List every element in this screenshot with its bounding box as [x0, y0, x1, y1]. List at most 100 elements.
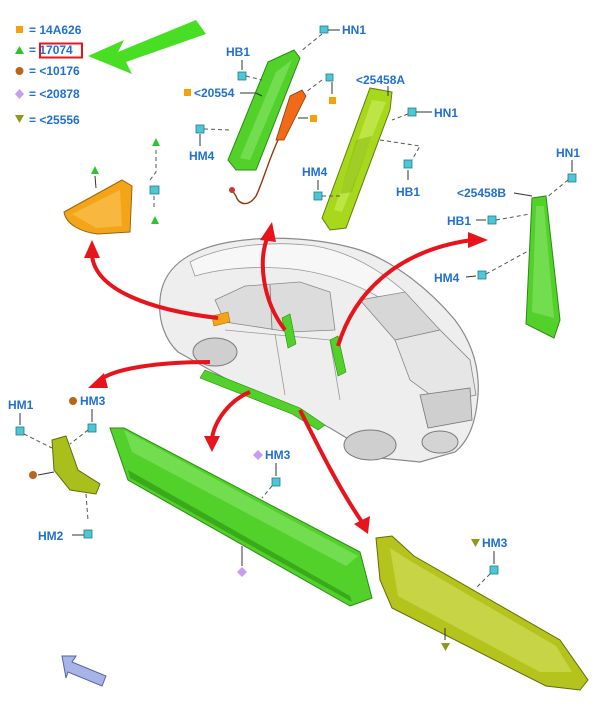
label-hm4: HM4	[302, 165, 328, 179]
leader-line	[240, 92, 263, 97]
legend-item-14a626[interactable]: = 14A626	[16, 23, 82, 37]
triangle-up-marker-icon	[91, 166, 99, 174]
clip-icon	[477, 270, 487, 280]
triangle-down-marker-icon	[471, 539, 480, 547]
triangle-trim-highlight	[72, 190, 122, 228]
c-pillar-highlight	[532, 206, 554, 318]
c-pillar-trim-part[interactable]: HN1 <25458B HB1 HM4	[434, 146, 580, 339]
legend-item-10176[interactable]: = <10176	[15, 64, 81, 78]
red-arrow-to-triangle	[90, 254, 219, 320]
triangle-up-marker-icon	[152, 138, 160, 146]
leader-line	[475, 573, 491, 589]
label-hm1: HM1	[8, 398, 34, 412]
clip-icon	[149, 185, 160, 195]
label-hm3: HM3	[265, 448, 291, 462]
rear-sill-part[interactable]: HM3	[375, 535, 589, 691]
diamond-marker-icon	[15, 89, 24, 99]
triangle-trim-part[interactable]	[63, 138, 160, 235]
clip-icon	[271, 477, 281, 487]
leader-line	[379, 139, 421, 161]
label-part-25458a: <25458A	[356, 73, 405, 87]
legend-text: = <10176	[29, 64, 80, 78]
rocker-highlight	[124, 430, 358, 566]
back-arrow-icon[interactable]	[61, 655, 107, 687]
clip-icon	[313, 191, 323, 201]
connector	[229, 187, 235, 193]
leader-line	[465, 275, 477, 278]
leader-line	[149, 150, 157, 181]
legend: = 14A626 = 17074 = <10176 = <20878 = <25…	[15, 23, 83, 127]
square-marker-icon	[16, 26, 23, 33]
clip-icon	[15, 426, 25, 436]
arrowhead	[88, 373, 108, 388]
triangle-up-marker-icon	[151, 216, 159, 224]
clip-icon	[487, 215, 497, 225]
vehicle-body	[159, 237, 479, 463]
rocker-sill-part[interactable]: HM3	[109, 427, 373, 607]
legend-text: = <25556	[29, 113, 80, 127]
label-hm4: HM4	[434, 271, 460, 285]
leader-line	[391, 113, 409, 121]
label-hn1: HN1	[434, 106, 458, 120]
green-pointer-arrow-icon	[88, 20, 206, 74]
leader-line	[261, 485, 273, 499]
door-line	[274, 333, 286, 396]
leader-line	[37, 471, 55, 476]
leader-line	[545, 179, 569, 199]
side-windows	[214, 281, 336, 333]
grille	[419, 387, 473, 429]
harness-wire	[231, 139, 279, 205]
leader-line	[513, 192, 533, 197]
circle-marker-icon	[15, 67, 24, 75]
square-marker-icon	[184, 89, 191, 96]
red-arrow-to-sill	[210, 390, 251, 439]
label-hm2: HM2	[38, 529, 64, 543]
lower-bracket	[51, 435, 101, 495]
red-arrows	[84, 222, 488, 534]
clip-icon	[407, 107, 417, 117]
label-hn1: HN1	[556, 146, 580, 160]
legend-text: = <20878	[29, 87, 80, 101]
label-hm3: HM3	[80, 394, 106, 408]
car-highlight-green	[281, 313, 297, 349]
label-hm4: HM4	[189, 149, 215, 163]
a-pillar-trim-part[interactable]: HN1 HB1 <20554 HM4	[184, 23, 366, 205]
leader-line	[299, 33, 323, 53]
arrowhead	[354, 516, 370, 534]
arrowhead	[204, 436, 220, 452]
leader-line	[485, 249, 531, 275]
clip-icon	[87, 423, 97, 433]
clip-icon	[567, 173, 577, 183]
lower-bracket-part[interactable]: HM1 HM3 HM2	[8, 394, 106, 543]
legend-item-20878[interactable]: = <20878	[15, 87, 80, 101]
red-arrow-to-right-pillar	[336, 238, 473, 347]
square-marker-icon	[310, 115, 317, 122]
airbag-module	[275, 89, 307, 141]
clip-icon	[83, 529, 93, 539]
leader-line	[245, 75, 263, 81]
clip-icon	[489, 565, 499, 575]
arrowhead	[468, 232, 488, 248]
leader-line	[495, 213, 531, 221]
leader-line	[94, 175, 97, 189]
clip-icon	[325, 73, 334, 82]
hood	[394, 329, 477, 403]
clip-icon	[237, 71, 247, 81]
b-pillar-trim-part[interactable]: <25458A HN1 HM4 HB1	[302, 73, 458, 231]
triangle-down-marker-icon	[15, 115, 24, 123]
a-pillar-highlight	[240, 60, 292, 160]
rear-sill-highlight	[390, 548, 572, 672]
legend-item-25556[interactable]: = <25556	[15, 113, 80, 127]
leader-line	[23, 433, 53, 449]
leader-line	[305, 79, 323, 93]
car-highlight-orange	[211, 311, 231, 327]
clip-icon	[195, 124, 205, 134]
red-arrow-to-bracket	[98, 360, 211, 382]
red-arrow-to-rear-sill	[298, 409, 364, 524]
car-highlight-green	[329, 335, 347, 377]
circle-marker-icon	[69, 397, 77, 405]
legend-item-17074[interactable]: = 17074	[15, 42, 83, 59]
label-hn1: HN1	[342, 23, 366, 37]
label-hb1: HB1	[447, 214, 471, 228]
label-part-25458b: <25458B	[457, 186, 506, 200]
